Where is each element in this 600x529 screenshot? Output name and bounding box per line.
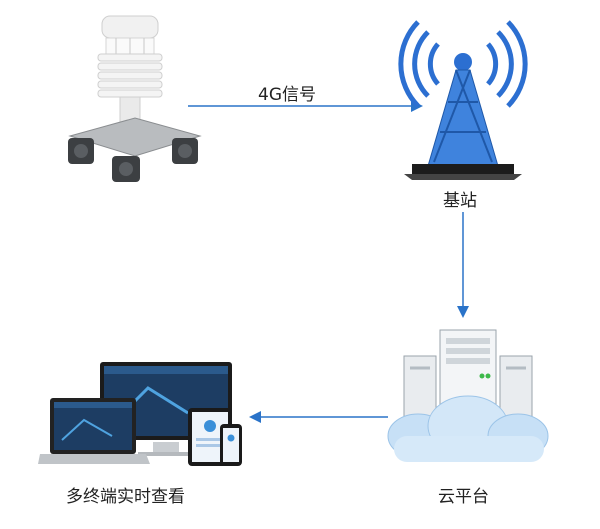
weather-station-icon [68, 15, 202, 182]
cloud-servers-icon [387, 329, 549, 462]
terminals-label: 多终端实时查看 [66, 487, 185, 507]
devices-icon [38, 362, 242, 466]
cloud-platform-label: 云平台 [438, 487, 489, 507]
terminal-devices [38, 358, 248, 470]
weather-station-device [60, 8, 210, 188]
base-station-label: 基站 [443, 191, 477, 211]
base-station-tower [398, 14, 528, 182]
tower-icon [398, 20, 528, 180]
signal-label: 4G信号 [258, 85, 316, 105]
cloud-platform [382, 326, 554, 474]
